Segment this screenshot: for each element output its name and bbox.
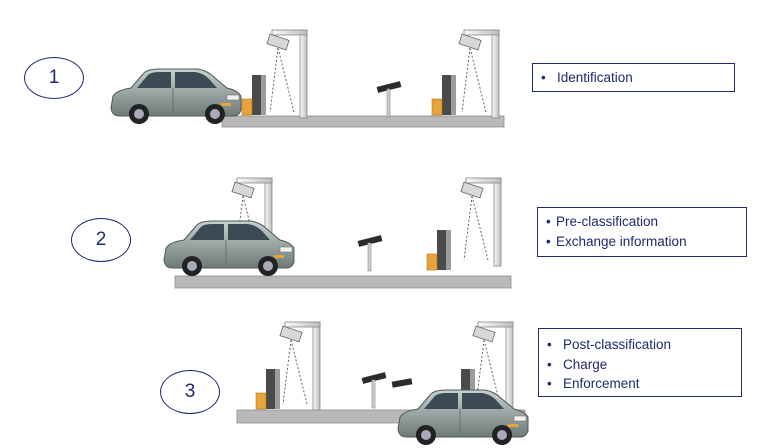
scene-1 — [110, 29, 505, 128]
scanner-3b — [391, 378, 413, 388]
gantry-2b — [460, 177, 502, 267]
road-1 — [221, 115, 505, 128]
gantry-3a — [279, 321, 321, 411]
car-1 — [110, 68, 242, 125]
step-3-info-box: •Post-classification •Charge •Enforcemen… — [538, 328, 742, 397]
info-item: •Exchange information — [546, 233, 687, 249]
info-item: •Pre-classification — [546, 214, 659, 229]
booth-3a — [255, 368, 281, 410]
step-1-info-box: •Identification — [532, 63, 735, 92]
step-2-info-box: •Pre-classification •Exchange informatio… — [537, 207, 747, 257]
booth-1b — [431, 74, 457, 116]
info-item: •Post-classification — [547, 337, 672, 352]
step-2-circle: 2 — [71, 218, 131, 262]
info-item: •Identification — [541, 70, 633, 85]
step-1-circle: 1 — [24, 57, 84, 99]
road-2 — [174, 275, 512, 289]
scanner-1 — [376, 80, 402, 118]
scene-3 — [236, 321, 529, 446]
gantry-1b — [458, 29, 500, 119]
car-2 — [163, 220, 295, 277]
step-3-circle: 3 — [160, 370, 220, 414]
booth-2 — [426, 229, 452, 271]
booth-1a — [241, 74, 267, 116]
gantry-1a — [266, 29, 308, 119]
scene-2 — [163, 177, 512, 289]
info-item: •Enforcement — [547, 376, 640, 391]
scanner-2 — [357, 234, 383, 272]
info-item: •Charge — [547, 356, 608, 372]
scanner-3a — [361, 371, 387, 409]
